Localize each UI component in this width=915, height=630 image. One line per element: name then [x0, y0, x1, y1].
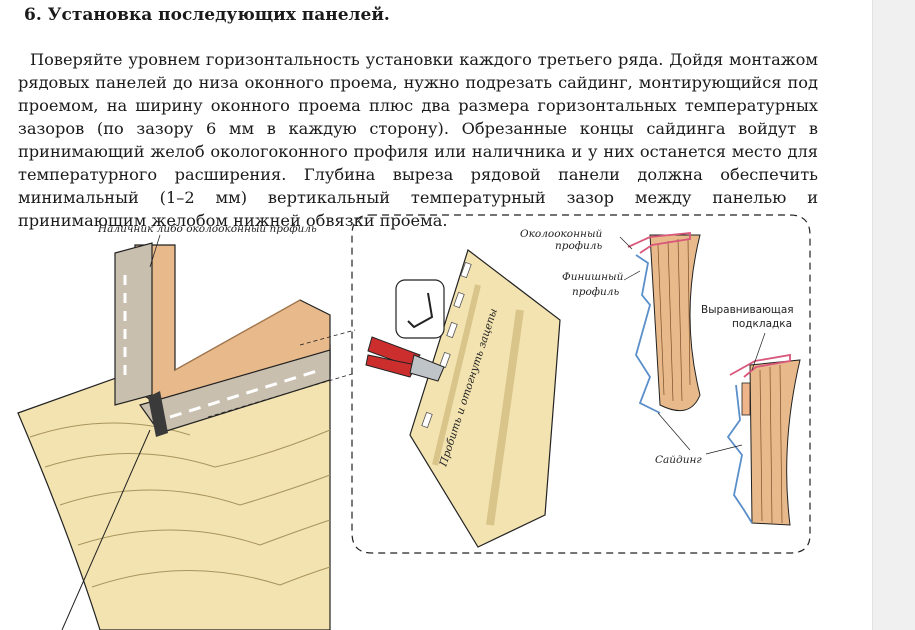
scrollbar[interactable] — [872, 0, 915, 630]
document-page: 6. Установка последующих панелей. Поверя… — [0, 5, 872, 630]
inset-frame — [351, 214, 811, 554]
body-paragraph: Поверяйте уровнем горизонтальность устан… — [18, 50, 818, 230]
label-siding: Сайдинг — [655, 454, 702, 466]
label-shim-1: Выравнивающая — [701, 304, 794, 316]
label-window-profile-2: профиль — [555, 240, 602, 252]
section-heading: 6. Установка последующих панелей. — [24, 5, 390, 25]
window-corner-drawing — [17, 234, 356, 630]
label-window-profile-1: Околооконный — [520, 228, 603, 240]
label-shim-2: подкладка — [732, 318, 792, 330]
label-finish-profile-2: профиль — [572, 286, 619, 298]
cross-section-drawing — [619, 232, 801, 526]
label-casing: Наличник либо околооконный профиль — [97, 223, 317, 235]
installation-illustration: Наличник либо околооконный профиль — [0, 205, 872, 630]
label-finish-profile-1: Финишный — [562, 271, 624, 283]
punched-panel-drawing — [365, 249, 561, 548]
